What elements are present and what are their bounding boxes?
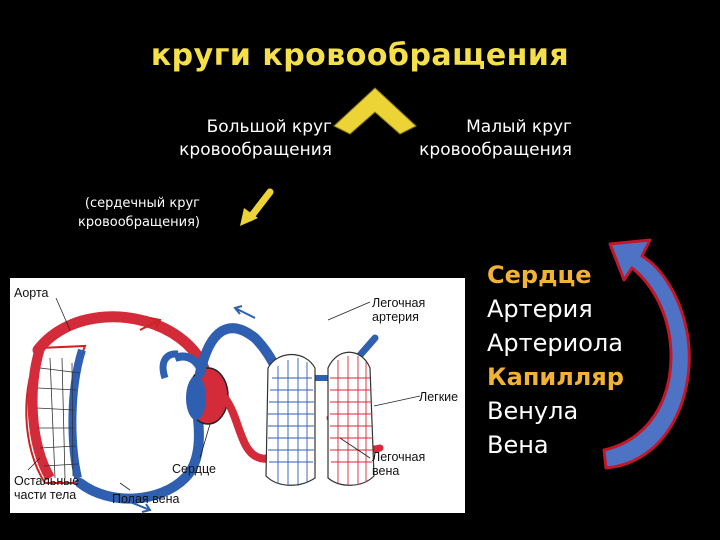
lungs-shape (265, 351, 375, 486)
systemic-label-line2: кровообращения (179, 140, 332, 160)
label-pulmonary-artery: Легочная артерия (372, 296, 425, 324)
sequence-item-capillary: Капилляр (487, 363, 624, 391)
circulation-drawing (25, 297, 421, 513)
double-arrow-icon (333, 87, 417, 135)
pulmonary-label-line1: Малый круг (466, 117, 572, 137)
sequence-item-vein: Вена (487, 431, 549, 459)
label-pulmonary-vein-line1: Легочная (372, 450, 426, 464)
circulation-diagram: Аорта Легочная артерия Легкие Сердце Лег… (10, 278, 465, 513)
cardiac-circle-note: (сердечный круг кровообращения) (40, 194, 200, 232)
flow-arrows (129, 305, 256, 513)
label-pulmonary-artery-line2: артерия (372, 310, 419, 324)
vessel-sequence-list: Сердце Артерия Артериола Капилляр Венула… (487, 258, 624, 462)
sequence-item-artery: Артерия (487, 295, 593, 323)
label-pulmonary-artery-line1: Легочная (372, 296, 426, 310)
label-aorta: Аорта (14, 286, 49, 300)
label-heart: Сердце (172, 462, 216, 476)
sequence-item-arteriole: Артериола (487, 329, 623, 357)
label-body-parts-line2: части тела (14, 488, 77, 502)
systemic-label-line1: Большой круг (206, 117, 332, 137)
note-line1: (сердечный круг (84, 196, 200, 211)
label-body-parts: Остальные части тела (14, 474, 79, 502)
down-left-arrow-icon (240, 188, 274, 226)
sequence-item-heart: Сердце (487, 261, 592, 289)
body-capillaries (25, 344, 87, 484)
note-line2: кровообращения) (78, 215, 200, 230)
pulmonary-circulation-label: Малый круг кровообращения (380, 116, 572, 162)
label-body-parts-line1: Остальные (14, 474, 80, 488)
vena-cava-vessel (75, 413, 204, 504)
pulmonary-label-line2: кровообращения (419, 140, 572, 160)
systemic-circulation-label: Большой круг кровообращения (110, 116, 332, 162)
sequence-item-venule: Венула (487, 397, 579, 425)
label-pulmonary-vein-line2: вена (372, 464, 400, 478)
label-pulmonary-vein: Легочная вена (372, 450, 425, 478)
slide-title: круги кровообращения (150, 38, 570, 73)
label-vena-cava: Полая вена (112, 492, 180, 506)
curved-return-arrow-icon (602, 238, 691, 470)
label-lungs: Легкие (419, 390, 459, 404)
